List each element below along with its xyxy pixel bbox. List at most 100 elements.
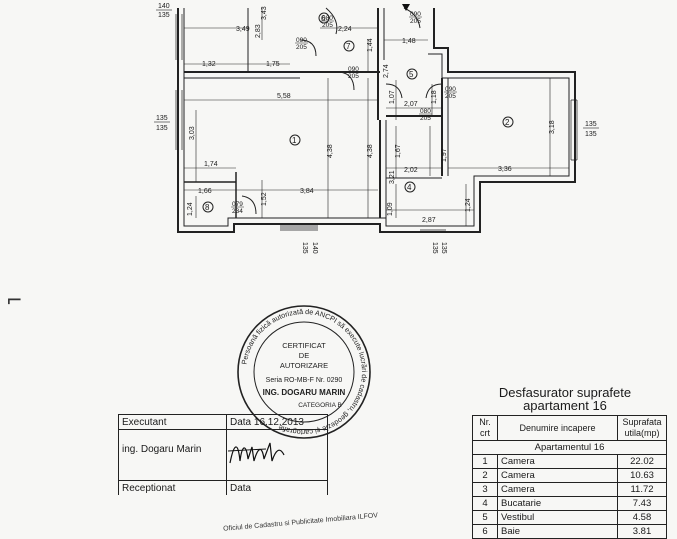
dim-3-21: 3,21 [389, 170, 396, 184]
dim-1-24-a: 1,24 [187, 202, 194, 216]
dim-1-18: 1,18 [431, 90, 438, 104]
svg-text:234: 234 [232, 208, 243, 215]
edge-label-left: 135 [156, 115, 168, 122]
door-label-080-205-b: 080 205 [419, 108, 432, 122]
receptionat-stamp-text: Oficiul de Cadastru si Publicitate Imobi… [222, 512, 379, 533]
header-nr: Nr. crt [472, 415, 498, 441]
dim-1-07: 1,07 [389, 90, 396, 104]
dim-3-18: 3,18 [549, 120, 556, 134]
dim-1-52: 1,52 [261, 192, 268, 206]
dim-2-74: 2,74 [383, 64, 390, 78]
table-row: 2 Camera 10.63 [472, 468, 667, 483]
room-number-2: 2 [505, 118, 510, 127]
dim-1-74: 1,74 [204, 161, 218, 168]
row-name: Vestibul [497, 510, 618, 525]
door-label-079-234: 079 234 [231, 201, 244, 215]
table-header-row: Nr. crt Denumire incapere Suprafata util… [472, 415, 667, 441]
dim-3-36: 3,36 [498, 166, 512, 173]
row-area: 22.02 [617, 454, 667, 469]
edge-label-right: 135 [585, 121, 597, 128]
surfaces-title-line1: Desfasurator suprafete [498, 385, 632, 400]
dim-1-44: 1,44 [367, 38, 374, 52]
dim-1-24-b: 1,24 [465, 198, 472, 212]
edge-label-left-b: 135 [156, 125, 168, 132]
dim-5-58: 5,58 [277, 93, 291, 100]
row-name: Camera [497, 482, 618, 497]
header-name: Denumire incapere [497, 415, 618, 441]
edge-label-bottom-b: 135 [301, 242, 308, 254]
room-number-5: 5 [409, 70, 414, 79]
edge-label-top-left-b: 135 [158, 12, 170, 19]
surfaces-table: Nr. crt Denumire incapere Suprafata util… [472, 415, 667, 539]
row-nr: 4 [472, 496, 498, 511]
table-row: 3 Camera 11.72 [472, 482, 667, 497]
surfaces-title: Desfasurator suprafete apartament 16 [465, 386, 665, 412]
room-number-6: 6 [321, 14, 326, 23]
dim-4-38-b: 4,38 [367, 144, 374, 158]
edge-label-bottom2-b: 135 [431, 242, 438, 254]
signature-form: Executant Data 16.12.2013 ing. Dogaru Ma… [118, 414, 378, 533]
table-row: 5 Vestibul 4.58 [472, 510, 667, 525]
dim-1-32: 1,32 [202, 61, 216, 68]
dim-1-09: 1,09 [387, 202, 394, 216]
svg-text:205: 205 [348, 73, 359, 80]
door-label-090-205-c: 090 205 [409, 11, 422, 25]
date-value: 16.12.2013 [253, 417, 304, 428]
edge-label-top-left: 140 [158, 3, 170, 10]
executant-date: Data 16.12.2013 [227, 415, 327, 429]
section-row: Apartamentul 16 [472, 440, 667, 455]
executant-label: Executant [119, 415, 227, 429]
dim-3-43: 3,43 [261, 6, 268, 20]
svg-text:090: 090 [445, 86, 456, 93]
svg-text:090: 090 [296, 37, 307, 44]
row-nr: 5 [472, 510, 498, 525]
row-name: Bucatarie [497, 496, 618, 511]
row-area: 7.43 [617, 496, 667, 511]
row-nr: 3 [472, 482, 498, 497]
stamp-name: ING. DOGARU MARIN [263, 388, 346, 397]
room-number-4: 4 [407, 183, 412, 192]
dim-1-75: 1,75 [266, 61, 280, 68]
door-label-090-205-b: 090 205 [347, 66, 360, 80]
edge-label-right-b: 135 [585, 131, 597, 138]
row-area: 11.72 [617, 482, 667, 497]
stamp-series: Seria RO-MB-F Nr. 0290 [266, 377, 343, 384]
dim-2-07: 2,07 [404, 101, 418, 108]
room-number-7: 7 [346, 42, 351, 51]
data-label: Data [230, 417, 252, 428]
stamp-category: CATEGORIA B [298, 402, 342, 409]
edge-label-bottom: 140 [311, 242, 318, 254]
edge-label-bottom2: 135 [440, 242, 447, 254]
dim-3-84: 3,84 [300, 188, 314, 195]
dim-2-02: 2,02 [404, 167, 418, 174]
row-name: Camera [497, 468, 618, 483]
dim-1-97: 1,97 [441, 148, 448, 162]
table-row: 1 Camera 22.02 [472, 454, 667, 469]
header-area: Suprafata utila(mp) [617, 415, 667, 441]
dim-4-38-a: 4,38 [327, 144, 334, 158]
dim-3-49: 3,49 [236, 26, 250, 33]
row-nr: 1 [472, 454, 498, 469]
svg-text:079: 079 [232, 201, 243, 208]
svg-text:205: 205 [445, 93, 456, 100]
receptionat-label: Receptionat [119, 481, 227, 495]
row-nr: 2 [472, 468, 498, 483]
dim-1-67: 1,67 [395, 144, 402, 158]
stamp-line2: DE [299, 351, 309, 360]
floor-plan: 1 2 4 5 6 7 8 140 135 135 135 135 135 14… [154, 3, 599, 254]
svg-text:080: 080 [322, 15, 333, 22]
authorization-stamp: Persoană fizică autorizată de ANCPI să e… [237, 305, 371, 439]
surfaces-title-line2: apartament 16 [523, 398, 607, 413]
svg-text:205: 205 [410, 18, 421, 25]
row-area: 10.63 [617, 468, 667, 483]
stamp-line1: CERTIFICAT [282, 341, 326, 350]
svg-text:090: 090 [410, 11, 421, 18]
svg-text:205: 205 [322, 22, 333, 29]
door-label-090-205-a: 090 205 [295, 37, 308, 51]
executant-name: ing. Dogaru Marin [119, 430, 227, 480]
row-name: Camera [497, 454, 618, 469]
room-number-8: 8 [205, 203, 210, 212]
svg-text:080: 080 [420, 108, 431, 115]
door-label-080-205-a: 080 205 [321, 15, 334, 29]
door-label-090-205-d: 090 205 [444, 86, 457, 100]
